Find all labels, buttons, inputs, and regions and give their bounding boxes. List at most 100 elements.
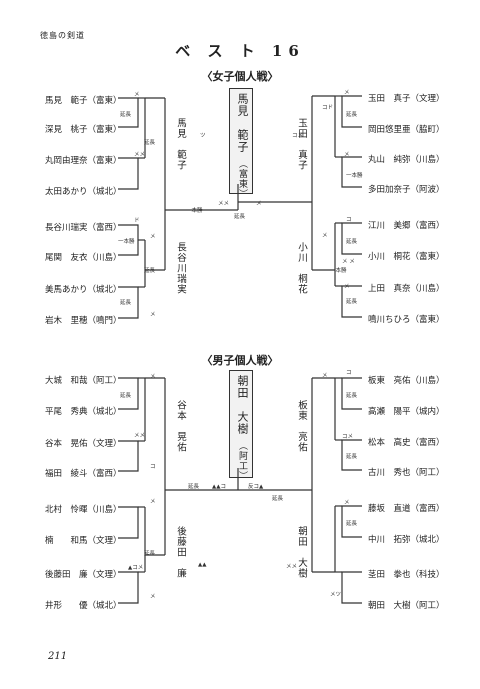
women-semi-right: 小川 桐花 [296, 242, 307, 295]
women-semi-left: 馬見 範子 [175, 118, 186, 171]
mark-triple: ▲▲ [198, 562, 207, 568]
men-right-player: 茎田 拳也（科技） [368, 570, 445, 580]
men-right-player: 松本 高史（富西） [368, 438, 445, 448]
women-left-player: 岩木 里穂（鳴門） [45, 316, 122, 326]
women-champion-school: （富東） [237, 159, 247, 199]
mark-encho: 延長 [188, 484, 200, 490]
mark-me: メ [344, 90, 350, 96]
mark-me: メ [344, 284, 350, 290]
mark-encho: 延長 [346, 239, 358, 245]
mark-encho: 延長 [272, 496, 284, 502]
men-left-player: 谷本 晃佑（文理） [45, 439, 122, 449]
mark-akome: ▲コメ [128, 565, 144, 571]
mark-kodo: コド [322, 105, 334, 111]
mark-encho: 延長 [346, 454, 358, 460]
women-right-player: 江川 美郷（富西） [368, 221, 445, 231]
book-header: 徳島の剣道 [40, 31, 85, 40]
men-right-player: 板東 亮佑（川島） [368, 376, 445, 386]
mark-encho: 延長 [120, 393, 132, 399]
mark-me: メ [322, 373, 328, 379]
men-semi-right: 朝田 大樹 [296, 526, 307, 579]
men-champion-school: （阿工） [237, 441, 247, 481]
women-left-player: 尾関 友衣（川島） [45, 253, 122, 263]
mark-ippon: 一本勝 [346, 173, 363, 179]
mark-encho: 延長 [144, 268, 156, 274]
women-right-player: 丸山 純弥（川島） [368, 155, 445, 165]
men-right-player: 高瀬 陽平（城内） [368, 407, 445, 417]
mark-ippon: 一本勝 [186, 208, 203, 214]
mark-meme: メメ [218, 201, 230, 207]
men-left-player: 福田 綾斗（富西） [45, 469, 122, 479]
mark-me: メ [150, 234, 156, 240]
mark-me: メ [256, 201, 262, 207]
women-right-player: 岡田悠里亜（脇町） [368, 125, 445, 135]
mark-ko: コ [346, 217, 352, 223]
mark-do: ド [134, 218, 140, 224]
men-left-player: 大城 和哉（阿工） [45, 376, 122, 386]
mark-encho: 延長 [144, 140, 156, 146]
men-right-player: 朝田 大樹（阿工） [368, 601, 445, 611]
women-left-player: 馬見 範子（富東） [45, 96, 122, 106]
women-right-player: 多田加奈子（阿波） [368, 185, 445, 195]
women-champion-name: 馬見 範子 [236, 93, 249, 153]
men-left-player: 井形 優（城北） [45, 601, 122, 611]
women-left-player: 深見 桃子（富東） [45, 125, 122, 135]
women-heading: 〈女子個人戦〉 [201, 70, 279, 83]
men-champion-box: 朝田 大樹 （阿工） [229, 370, 253, 481]
mark-me: メ [150, 499, 156, 505]
men-right-player: 藤坂 直道（富西） [368, 504, 445, 514]
mark-ippon: 一本勝 [118, 239, 135, 245]
men-left-player: 平尾 秀典（城北） [45, 407, 122, 417]
mark-ko: コ [346, 370, 352, 376]
women-right-player: 上田 真奈（川島） [368, 284, 445, 294]
mark-me: メ [150, 594, 156, 600]
mark-meme: メメ [286, 564, 298, 570]
mark-kome: コメ [292, 133, 304, 139]
men-right-player: 古川 秀也（阿工） [368, 468, 445, 478]
men-champion-name: 朝田 大樹 [236, 375, 249, 435]
mark-me: メ [150, 312, 156, 318]
women-left-player: 丸岡由理奈（富東） [45, 156, 122, 166]
mark-encho: 延長 [120, 300, 132, 306]
mark-meme: メメ [134, 152, 146, 158]
men-semi-left: 谷本 晃佑 [175, 400, 186, 453]
mark-me: メ [344, 152, 350, 158]
mark-hanko: 反コ▲ [248, 484, 264, 490]
mark-ippon: 一本勝 [330, 268, 347, 274]
mark-ko: コ [150, 464, 156, 470]
mark-memm: メ メ [342, 259, 355, 265]
women-left-player: 太田あかり（城北） [45, 187, 122, 197]
mark-encho: 延長 [120, 112, 132, 118]
mark-encho: 延長 [346, 521, 358, 527]
mark-encho: 延長 [346, 112, 358, 118]
page-title: ベ ス ト 16 [175, 42, 305, 60]
mark-me: メ [344, 500, 350, 506]
mark-metsu: メツ [330, 592, 342, 598]
women-semi-right: 玉田 真子 [296, 118, 307, 171]
mark-tsu: ツ [200, 133, 206, 139]
mark-encho: 延長 [346, 299, 358, 305]
men-semi-right: 板東 亮佑 [296, 400, 307, 453]
women-semi-left: 長谷川瑞実 [175, 242, 186, 295]
women-right-player: 玉田 真子（文理） [368, 94, 445, 104]
mark-meme: メメ [134, 433, 146, 439]
men-left-player: 北村 怜暉（川島） [45, 505, 122, 515]
mark-me: メ [134, 92, 140, 98]
men-heading: 〈男子個人戦〉 [201, 354, 279, 367]
men-left-player: 楠 和馬（文理） [45, 536, 122, 546]
mark-encho: 延長 [234, 214, 246, 220]
men-left-player: 後藤田 廉（文理） [45, 570, 122, 580]
mark-kome: コメ [342, 434, 354, 440]
women-left-player: 美馬あかり（城北） [45, 285, 122, 295]
mark-aako: ▲▲コ [212, 484, 226, 490]
men-right-player: 中川 拓弥（城北） [368, 535, 445, 545]
mark-encho: 延長 [144, 551, 156, 557]
women-right-player: 小川 桐花（富東） [368, 252, 445, 262]
men-semi-left: 後藤田 廉 [175, 526, 186, 579]
mark-me: メ [150, 374, 156, 380]
women-right-player: 鳴川ちひろ（富東） [368, 315, 445, 325]
mark-encho: 延長 [346, 393, 358, 399]
mark-me: メ [322, 233, 328, 239]
page-number: 211 [48, 651, 68, 662]
